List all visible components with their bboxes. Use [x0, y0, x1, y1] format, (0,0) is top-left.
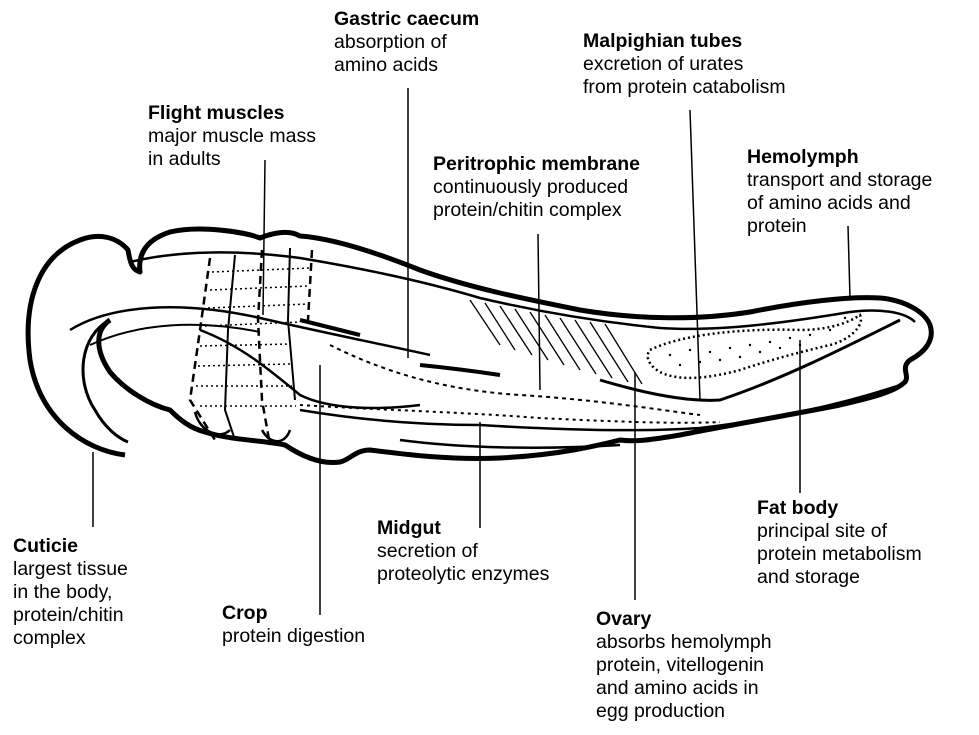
foregut-tube-lower — [90, 325, 260, 345]
label-line: protein/chitin — [13, 604, 128, 627]
label-line: and amino acids in — [596, 677, 772, 700]
label-title: Gastric caecum — [334, 8, 479, 31]
label-line: transport and storage — [747, 169, 932, 192]
label-title: Cuticie — [13, 535, 128, 558]
label-line: in the body, — [13, 581, 128, 604]
label-peritrophic-membrane: Peritrophic membrane continuously produc… — [433, 153, 640, 222]
label-line: in adults — [148, 148, 316, 171]
label-line: egg production — [596, 700, 772, 723]
leader-peritrophic-membrane — [538, 234, 540, 390]
label-line: protein, vitellogenin — [596, 654, 772, 677]
label-line: excretion of urates — [583, 53, 786, 76]
label-title: Midgut — [377, 517, 549, 540]
label-fat-body: Fat body principal site of protein metab… — [757, 497, 922, 589]
label-line: protein digestion — [222, 625, 365, 648]
leader-malpighian-tubes — [690, 110, 700, 400]
label-line: and storage — [757, 566, 922, 589]
label-title: Malpighian tubes — [583, 30, 786, 53]
crop-bag — [200, 330, 420, 408]
label-title: Peritrophic membrane — [433, 153, 640, 176]
label-ovary: Ovary absorbs hemolymph protein, vitello… — [596, 608, 772, 723]
label-line: absorption of — [334, 31, 479, 54]
label-midgut: Midgut secretion of proteolytic enzymes — [377, 517, 549, 586]
label-line: major muscle mass — [148, 125, 316, 148]
label-title: Hemolymph — [747, 146, 932, 169]
label-title: Crop — [222, 602, 365, 625]
label-line: complex — [13, 627, 128, 650]
label-line: amino acids — [334, 54, 479, 77]
label-title: Flight muscles — [148, 102, 316, 125]
label-line: from protein catabolism — [583, 76, 786, 99]
label-line: protein — [747, 215, 932, 238]
label-malpighian-tubes: Malpighian tubes excretion of urates fro… — [583, 30, 786, 99]
label-line: largest tissue — [13, 558, 128, 581]
label-gastric-caecum: Gastric caecum absorption of amino acids — [334, 8, 479, 77]
leader-flight-muscles — [263, 160, 265, 315]
label-flight-muscles: Flight muscles major muscle mass in adul… — [148, 102, 316, 171]
label-line: continuously produced — [433, 176, 640, 199]
midgut-dashed — [330, 345, 700, 415]
label-title: Ovary — [596, 608, 772, 631]
label-title: Fat body — [757, 497, 922, 520]
flight-muscle-blocks — [190, 248, 312, 445]
label-line: protein/chitin complex — [433, 199, 640, 222]
dorsal-wall — [130, 252, 915, 328]
hindgut — [600, 320, 900, 400]
label-crop: Crop protein digestion — [222, 602, 365, 648]
label-cuticle: Cuticie largest tissue in the body, prot… — [13, 535, 128, 650]
label-line: absorbs hemolymph — [596, 631, 772, 654]
label-line: of amino acids and — [747, 192, 932, 215]
label-line: principal site of — [757, 520, 922, 543]
label-line: protein metabolism — [757, 543, 922, 566]
label-hemolymph: Hemolymph transport and storage of amino… — [747, 146, 932, 238]
label-line: secretion of — [377, 540, 549, 563]
midgut-dashed-lower — [300, 405, 720, 423]
label-line: proteolytic enzymes — [377, 563, 549, 586]
ventral-ganglion-lower — [400, 440, 620, 448]
